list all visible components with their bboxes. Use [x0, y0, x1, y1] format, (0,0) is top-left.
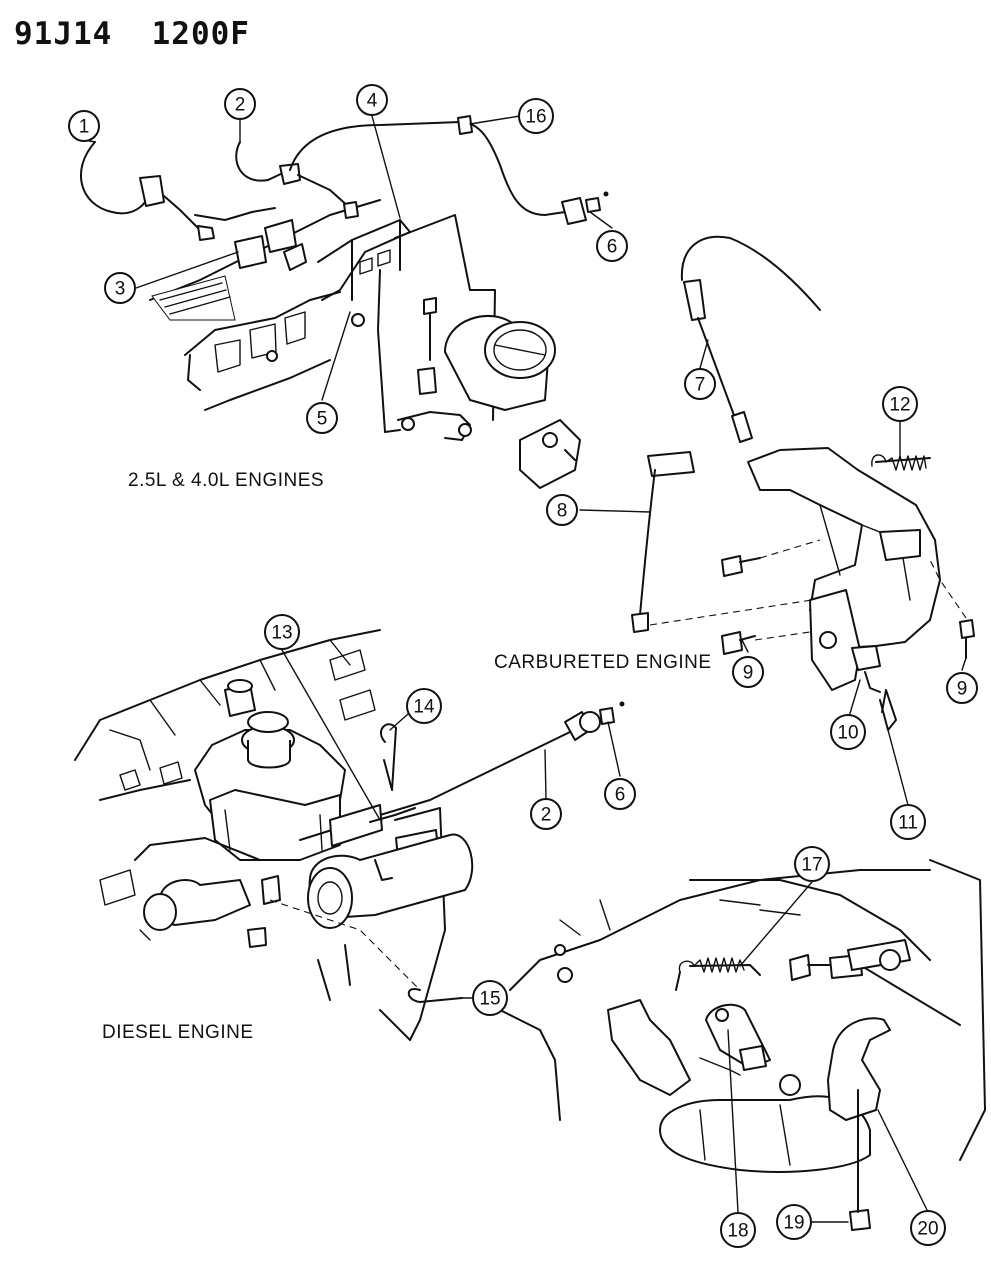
callout-number: 7 — [695, 375, 706, 396]
callout-16: 16 — [518, 98, 554, 134]
callout-number: 16 — [525, 107, 546, 128]
callout-number: 17 — [801, 855, 822, 876]
diagram-code: 91J14 1200F — [14, 16, 250, 52]
diesel-engine-assembly — [74, 629, 625, 1041]
callout-4: 4 — [356, 84, 388, 116]
callout-number: 5 — [317, 409, 328, 430]
callout-17: 17 — [794, 846, 830, 882]
callout-3: 3 — [104, 272, 136, 304]
engine-25-40-assembly — [79, 115, 609, 489]
callout-number: 6 — [607, 237, 618, 258]
callout-5: 5 — [306, 402, 338, 434]
callout-number: 1 — [79, 117, 90, 138]
callout-7: 7 — [684, 368, 716, 400]
callout-number: 13 — [271, 623, 292, 644]
callout-14: 14 — [406, 688, 442, 724]
callout-number: 10 — [837, 723, 858, 744]
callout-15: 15 — [472, 980, 508, 1016]
callout-number: 9 — [743, 663, 754, 684]
callout-2-lower: 2 — [530, 798, 562, 830]
callout-number: 15 — [479, 989, 500, 1010]
label-carbureted-engine: CARBURETED ENGINE — [494, 652, 712, 673]
callout-1: 1 — [68, 110, 100, 142]
callout-19: 19 — [776, 1204, 812, 1240]
callout-number: 14 — [413, 697, 435, 718]
callout-number: 19 — [783, 1213, 804, 1234]
callout-13: 13 — [264, 614, 300, 650]
callout-6-upper: 6 — [596, 230, 628, 262]
callout-11: 11 — [890, 804, 926, 840]
callout-number: 3 — [115, 279, 126, 300]
carbureted-engine-assembly — [631, 235, 975, 731]
callout-2: 2 — [224, 88, 256, 120]
callout-6-lower: 6 — [604, 778, 636, 810]
callout-number: 9 — [957, 679, 968, 700]
callout-18: 18 — [720, 1212, 756, 1248]
callout-number: 4 — [367, 91, 378, 112]
callout-10: 10 — [830, 714, 866, 750]
callout-number: 18 — [727, 1221, 748, 1242]
callout-number: 20 — [917, 1219, 938, 1240]
callout-number: 11 — [898, 813, 918, 834]
callout-9-right: 9 — [946, 672, 978, 704]
callout-number: 2 — [541, 805, 552, 826]
callout-number: 12 — [889, 395, 910, 416]
lower-linkage-assembly — [499, 859, 986, 1231]
label-diesel-engine: DIESEL ENGINE — [102, 1022, 254, 1043]
callout-number: 2 — [235, 95, 246, 116]
callout-20: 20 — [910, 1210, 946, 1246]
callout-12: 12 — [882, 386, 918, 422]
callout-number: 6 — [615, 785, 626, 806]
callout-number: 8 — [557, 501, 568, 522]
callout-9-left: 9 — [732, 656, 764, 688]
callout-8: 8 — [546, 494, 578, 526]
label-25-40-engines: 2.5L & 4.0L ENGINES — [128, 470, 325, 491]
